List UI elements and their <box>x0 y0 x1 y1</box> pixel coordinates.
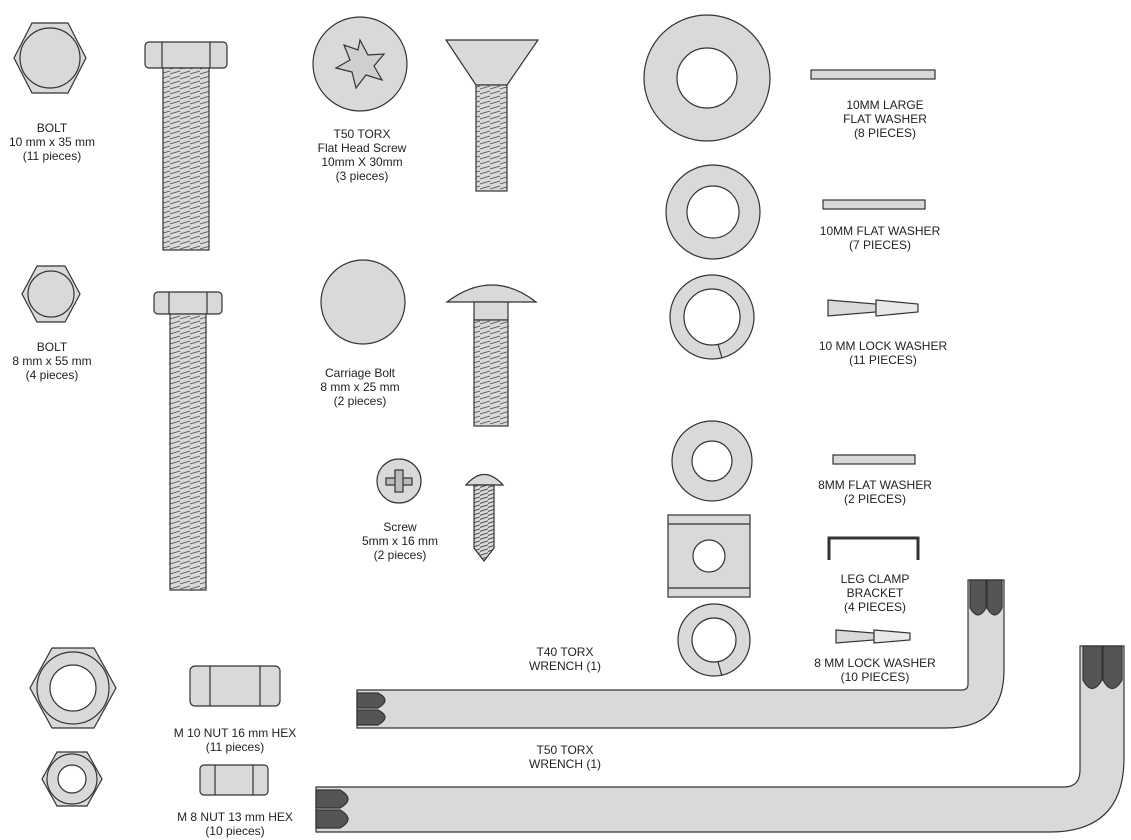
m10-nut-side <box>189 665 281 707</box>
leg-clamp-bracket-side <box>827 536 920 560</box>
t50-torx-wrench <box>315 645 1125 833</box>
bolt-8x55-hex-view <box>21 265 81 323</box>
label-m8-nut: M 8 NUT 13 mm HEX (10 pieces) <box>177 810 293 838</box>
screw-5x16-head-view <box>376 458 422 504</box>
carriage-bolt-head-view <box>320 259 406 345</box>
m8-nut-side <box>199 764 269 796</box>
label-t40-torx-wrench: T40 TORX WRENCH (1) <box>529 645 601 673</box>
flat-washer-8mm-edge <box>832 454 916 465</box>
label-lock-washer-8mm: 8 MM LOCK WASHER (10 PIECES) <box>814 656 936 684</box>
bolt-10x35-side-view <box>144 41 228 251</box>
label-bolt-10x35: BOLT 10 mm x 35 mm (11 pieces) <box>8 121 95 163</box>
label-flat-washer-8mm: 8MM FLAT WASHER (2 PIECES) <box>818 478 932 506</box>
lock-washer-8mm-front <box>677 603 751 677</box>
label-screw-5x16: Screw 5mm x 16 mm (2 pieces) <box>361 520 438 562</box>
label-m10-nut: M 10 NUT 16 mm HEX (11 pieces) <box>173 726 297 754</box>
torx-screw-head-view <box>312 16 408 112</box>
lock-washer-8mm-edge <box>835 629 911 644</box>
lock-washer-10mm-edge <box>827 299 919 317</box>
label-bolt-8x55: BOLT 8 mm x 55 mm (4 pieces) <box>12 340 92 382</box>
m10-nut-front <box>29 647 117 729</box>
label-large-flat-washer-10mm: 10MM LARGE FLAT WASHER (8 PIECES) <box>843 98 927 140</box>
bolt-8x55-side-view <box>153 291 223 591</box>
label-carriage-bolt: Carriage Bolt 8 mm x 25 mm (2 pieces) <box>320 366 400 408</box>
label-t50-torx-wrench: T50 TORX WRENCH (1) <box>529 743 601 771</box>
torx-screw-side-view <box>444 39 540 192</box>
large-flat-washer-10mm-edge <box>810 69 936 80</box>
label-lock-washer-10mm: 10 MM LOCK WASHER (11 PIECES) <box>818 339 948 367</box>
label-torx-flat-head-screw: T50 TORX Flat Head Screw 10mm X 30mm (3 … <box>317 127 407 183</box>
large-flat-washer-10mm-front <box>643 14 771 142</box>
lock-washer-10mm-front <box>669 274 755 360</box>
flat-washer-10mm-edge <box>822 199 926 210</box>
m8-nut-front <box>41 751 103 807</box>
carriage-bolt-side-view <box>445 284 538 427</box>
label-flat-washer-10mm: 10MM FLAT WASHER (7 PIECES) <box>819 224 941 252</box>
bolt-10x35-hex-view <box>13 22 87 94</box>
flat-washer-10mm-front <box>665 164 761 260</box>
screw-5x16-side-view <box>464 473 505 562</box>
flat-washer-8mm-front <box>671 420 753 502</box>
label-leg-clamp-bracket: LEG CLAMP BRACKET (4 PIECES) <box>840 572 910 614</box>
leg-clamp-bracket-front <box>667 514 751 598</box>
t40-torx-wrench <box>356 579 1005 729</box>
